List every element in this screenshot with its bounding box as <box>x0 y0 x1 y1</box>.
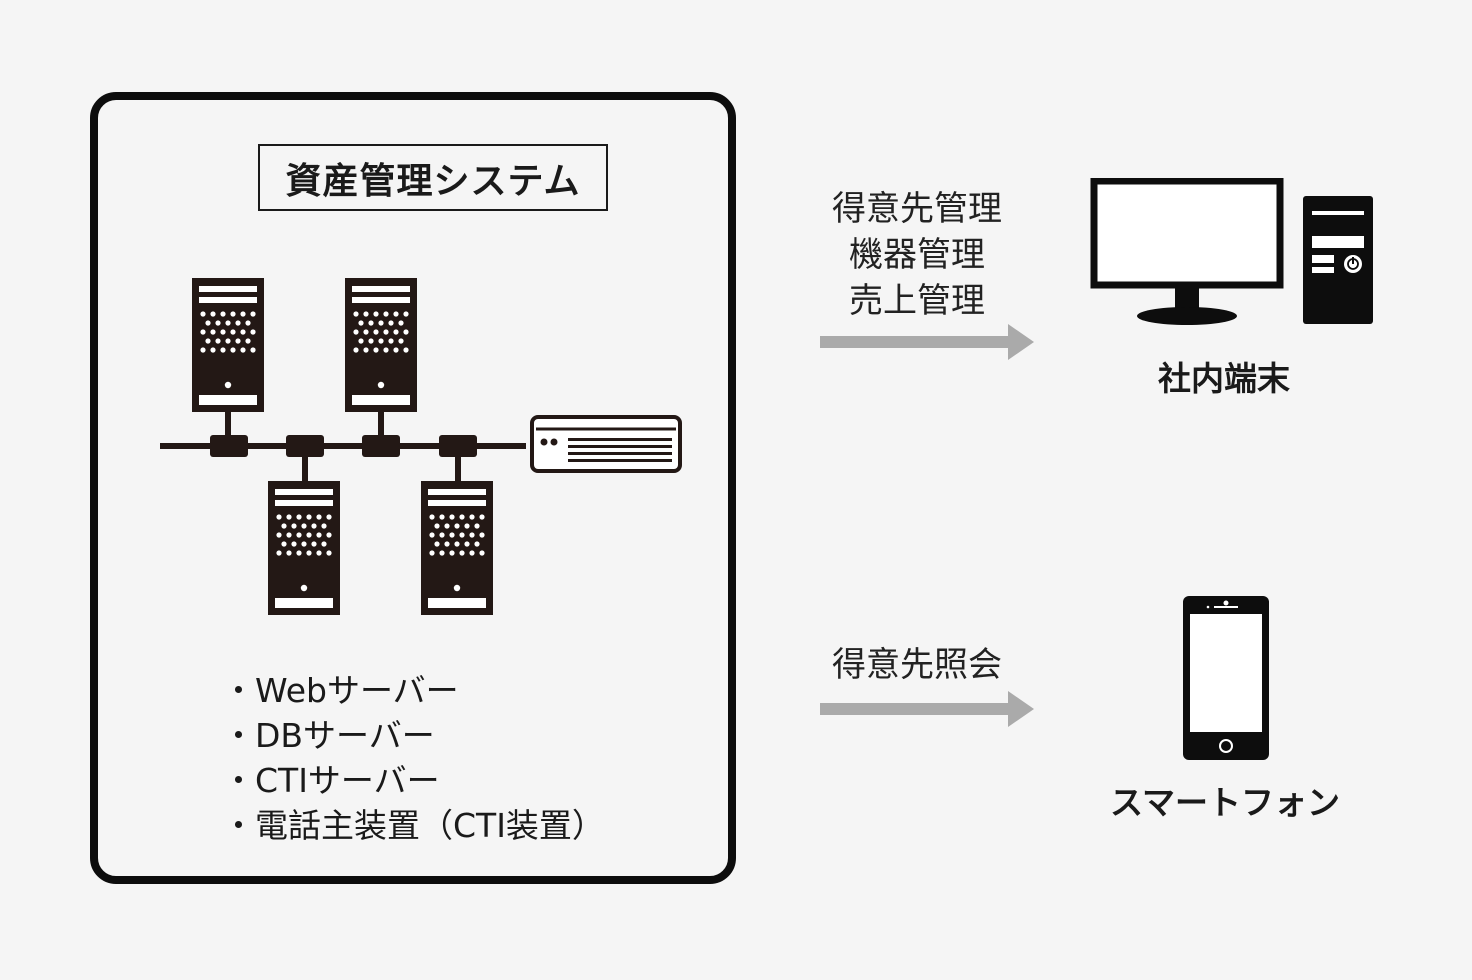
server-icon <box>192 278 264 412</box>
pbx-device-icon <box>530 415 682 473</box>
server-list-item: DBサーバー <box>232 713 605 758</box>
server-icon <box>345 278 417 412</box>
function-label: 得意先照会 <box>832 645 1002 685</box>
smartphone-icon <box>1183 596 1269 760</box>
function-label: 売上管理 <box>849 281 985 321</box>
server-icon <box>421 481 493 615</box>
pc-function-labels: 得意先管理 機器管理 売上管理 <box>812 186 1022 324</box>
server-list-item: Webサーバー <box>232 668 605 713</box>
server-network-diagram <box>160 278 682 615</box>
network-connector <box>439 435 477 457</box>
phone-function-labels: 得意先照会 <box>812 642 1022 688</box>
server-list-item: 電話主装置（CTI装置） <box>232 803 605 848</box>
network-connector <box>362 435 400 457</box>
network-bus-line <box>160 443 526 449</box>
pc-label: 社内端末 <box>1158 359 1290 398</box>
function-label: 機器管理 <box>849 235 985 275</box>
arrow-to-pc <box>820 324 1034 360</box>
desktop-pc-icon <box>1090 178 1373 325</box>
network-connector <box>210 435 248 457</box>
system-title: 資産管理システム <box>258 144 608 211</box>
smartphone-label: スマートフォン <box>1109 783 1340 822</box>
server-list: Webサーバー DBサーバー CTIサーバー 電話主装置（CTI装置） <box>232 668 605 848</box>
function-label: 得意先管理 <box>832 189 1002 229</box>
network-connector <box>286 435 324 457</box>
server-list-item: CTIサーバー <box>232 758 605 803</box>
server-icon <box>268 481 340 615</box>
arrow-to-phone <box>820 691 1034 727</box>
